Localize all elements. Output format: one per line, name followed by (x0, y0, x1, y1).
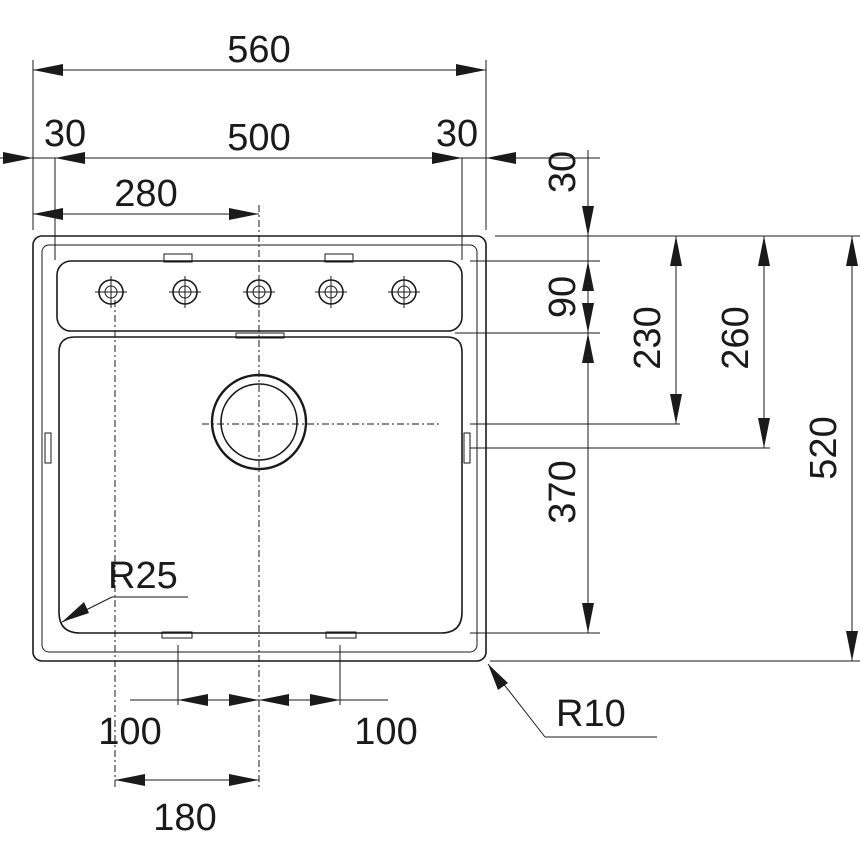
label-tap-offset: 280 (114, 173, 177, 215)
dim-260 (758, 236, 770, 448)
label-depth-bowl: 370 (542, 460, 584, 523)
label-depth-to-overflow: 260 (715, 306, 757, 369)
label-clip-right: 100 (354, 711, 417, 753)
label-depth-overall: 520 (803, 416, 845, 479)
tap-hole-icon (388, 276, 420, 308)
label-edge-left: 30 (44, 113, 86, 155)
dim-30-top (582, 150, 594, 236)
label-edge-right: 30 (436, 113, 478, 155)
label-radius-bowl: R25 (108, 555, 178, 597)
tap-holes (95, 276, 420, 308)
label-depth-to-drain: 230 (627, 306, 669, 369)
dim-520 (846, 236, 858, 661)
dim-90 (582, 236, 594, 333)
leader-r10 (487, 663, 657, 738)
extension-lines (455, 157, 860, 662)
leader-r25 (61, 596, 188, 623)
label-radius-outer: R10 (556, 693, 626, 735)
dim-370 (582, 333, 594, 633)
dim-100-left (130, 694, 259, 706)
dim-180 (115, 774, 259, 786)
label-clip-left: 100 (98, 711, 161, 753)
label-width-overall: 560 (227, 29, 290, 71)
tap-hole-icon (95, 276, 127, 308)
dim-280 (33, 208, 259, 220)
label-width-inner: 500 (227, 117, 290, 159)
dim-230 (670, 236, 682, 424)
label-depth-top: 30 (542, 151, 584, 193)
center-lines (32, 60, 487, 790)
tap-hole-icon (315, 276, 347, 308)
dim-100-right (259, 694, 388, 706)
dim-560 (33, 64, 486, 76)
label-depth-tapdeck: 90 (542, 276, 584, 318)
tap-hole-icon (169, 276, 201, 308)
label-clip-offset: 180 (153, 797, 216, 839)
dim-500 (0, 152, 520, 164)
